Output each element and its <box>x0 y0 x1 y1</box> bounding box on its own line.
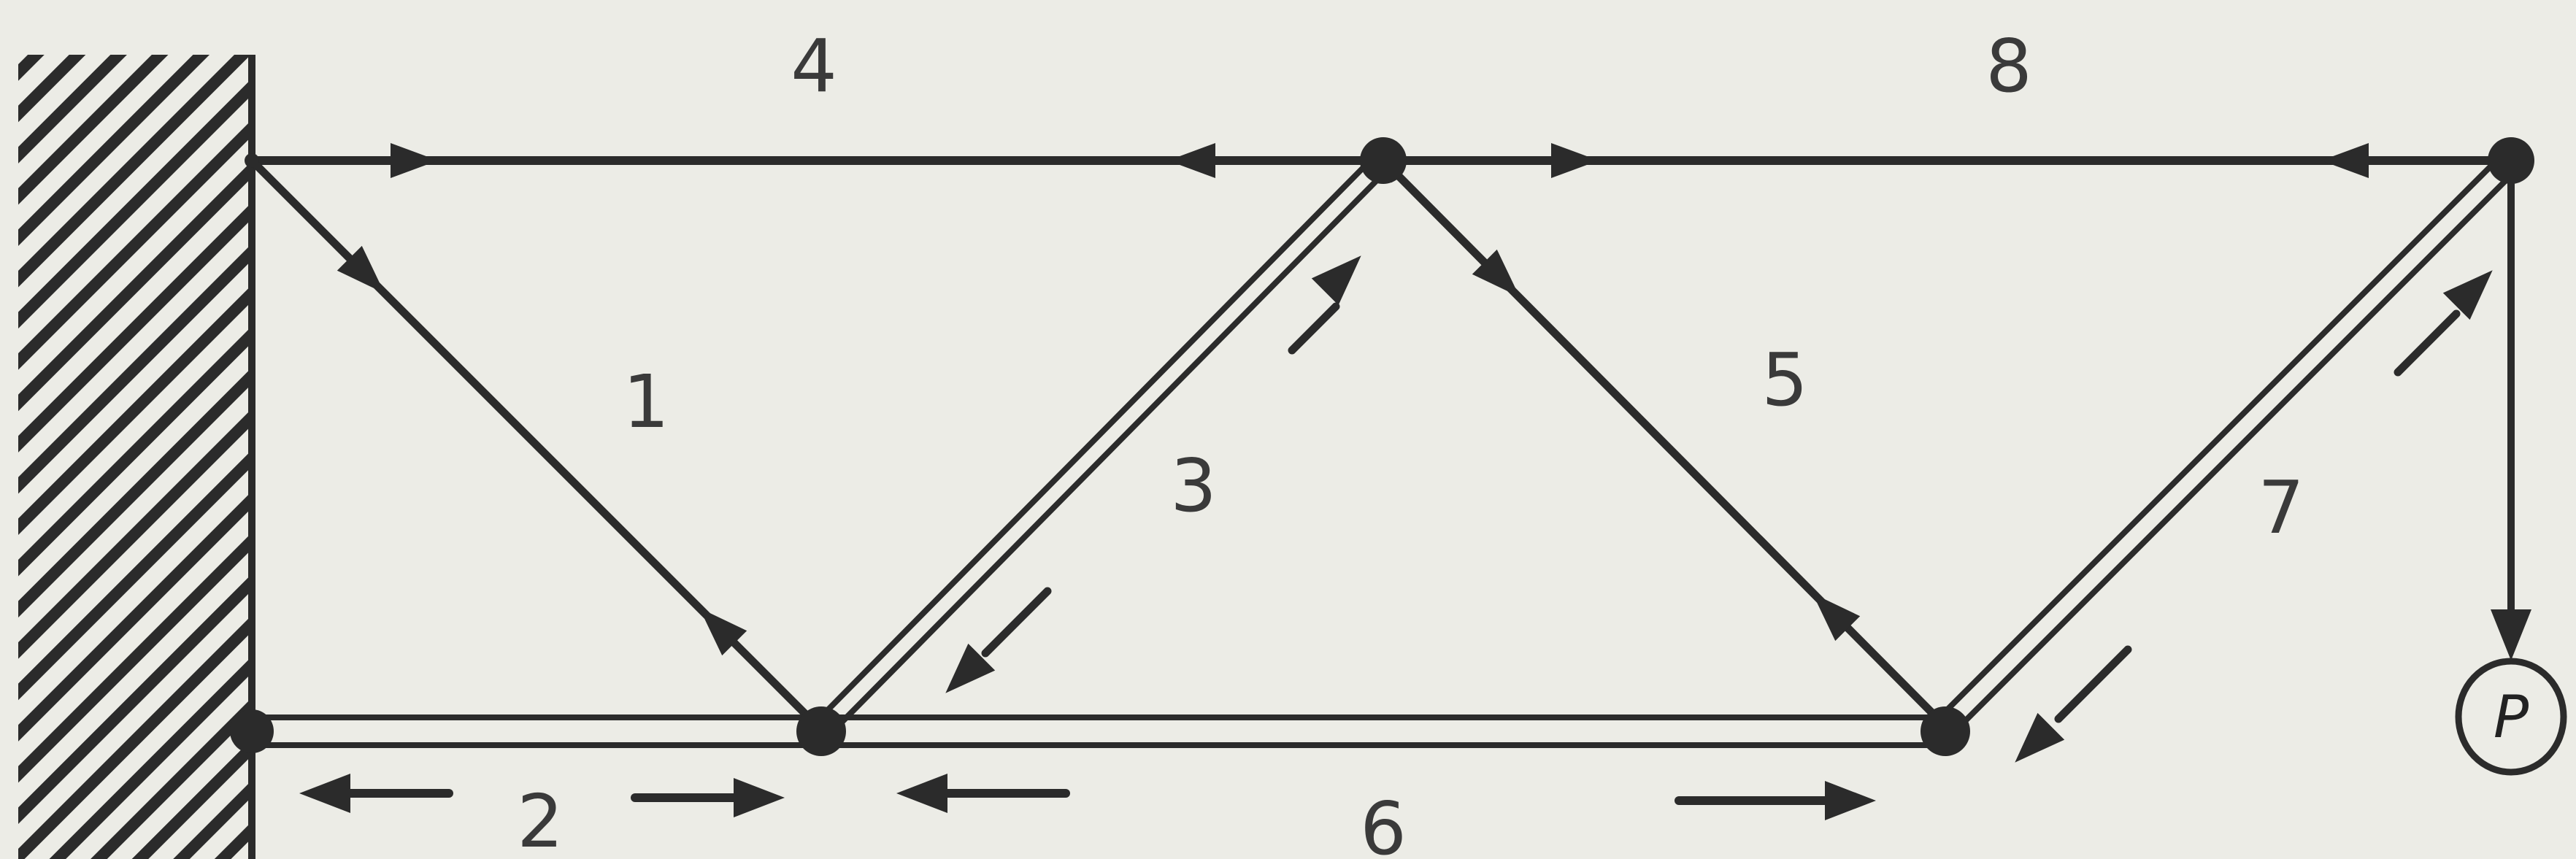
joint-wall-top <box>245 153 259 168</box>
member-7-arrow-up <box>2442 270 2493 320</box>
member-3-arrow-down-shaft <box>981 587 1052 658</box>
member-label-8: 8 <box>1985 23 2032 109</box>
load-circle <box>2455 658 2567 776</box>
member-4 <box>247 143 1388 178</box>
member-6-force-arrows <box>896 774 1876 820</box>
member-8-arrow-left-end <box>1551 143 1599 178</box>
joint-bottom-right <box>1921 706 1970 756</box>
member-label-1: 1 <box>623 359 669 444</box>
member-2 <box>249 714 824 748</box>
member-4-arrow-right-end <box>1168 143 1215 178</box>
member-7-arrow-down-shaft <box>2054 645 2132 723</box>
member-7 <box>1935 152 2520 735</box>
joint-wall-bottom <box>230 709 274 753</box>
member-6 <box>818 714 1948 748</box>
member-3 <box>812 152 1393 740</box>
load-label: P <box>2494 683 2529 751</box>
member-label-3: 3 <box>1170 443 1217 528</box>
member-1 <box>247 156 826 734</box>
member-3-arrow-up <box>1311 255 1361 306</box>
member-8 <box>1379 143 2515 178</box>
member-label-5: 5 <box>1761 337 1808 423</box>
joint-top-right <box>2488 137 2534 184</box>
member-1-arrow-top <box>337 245 385 293</box>
member-label-6: 6 <box>1360 786 1407 859</box>
load-p <box>2455 157 2567 776</box>
member-5-arrow-top <box>1472 249 1520 297</box>
joint-bottom-left <box>796 706 846 756</box>
load-arrow <box>2491 609 2531 660</box>
member-2-force-arrows <box>299 774 785 817</box>
member-4-arrow-left-end <box>391 143 438 178</box>
member-3-arrow-up-shaft <box>1288 302 1340 355</box>
member-label-2: 2 <box>517 779 564 859</box>
member-5-arrow-bottom <box>1812 593 1861 642</box>
member-1-arrow-bottom <box>699 608 747 656</box>
member-label-4: 4 <box>791 23 837 109</box>
member-7-arrow-up-shaft <box>2394 309 2461 377</box>
member-label-7: 7 <box>2258 465 2304 550</box>
member-8-arrow-right-end <box>2321 143 2369 178</box>
joint-top-middle <box>1360 137 1407 184</box>
member-5 <box>1379 156 1950 731</box>
member-7-arrow-down <box>2015 712 2065 763</box>
wall-support <box>18 55 255 859</box>
member-3-arrow-down <box>945 643 996 693</box>
